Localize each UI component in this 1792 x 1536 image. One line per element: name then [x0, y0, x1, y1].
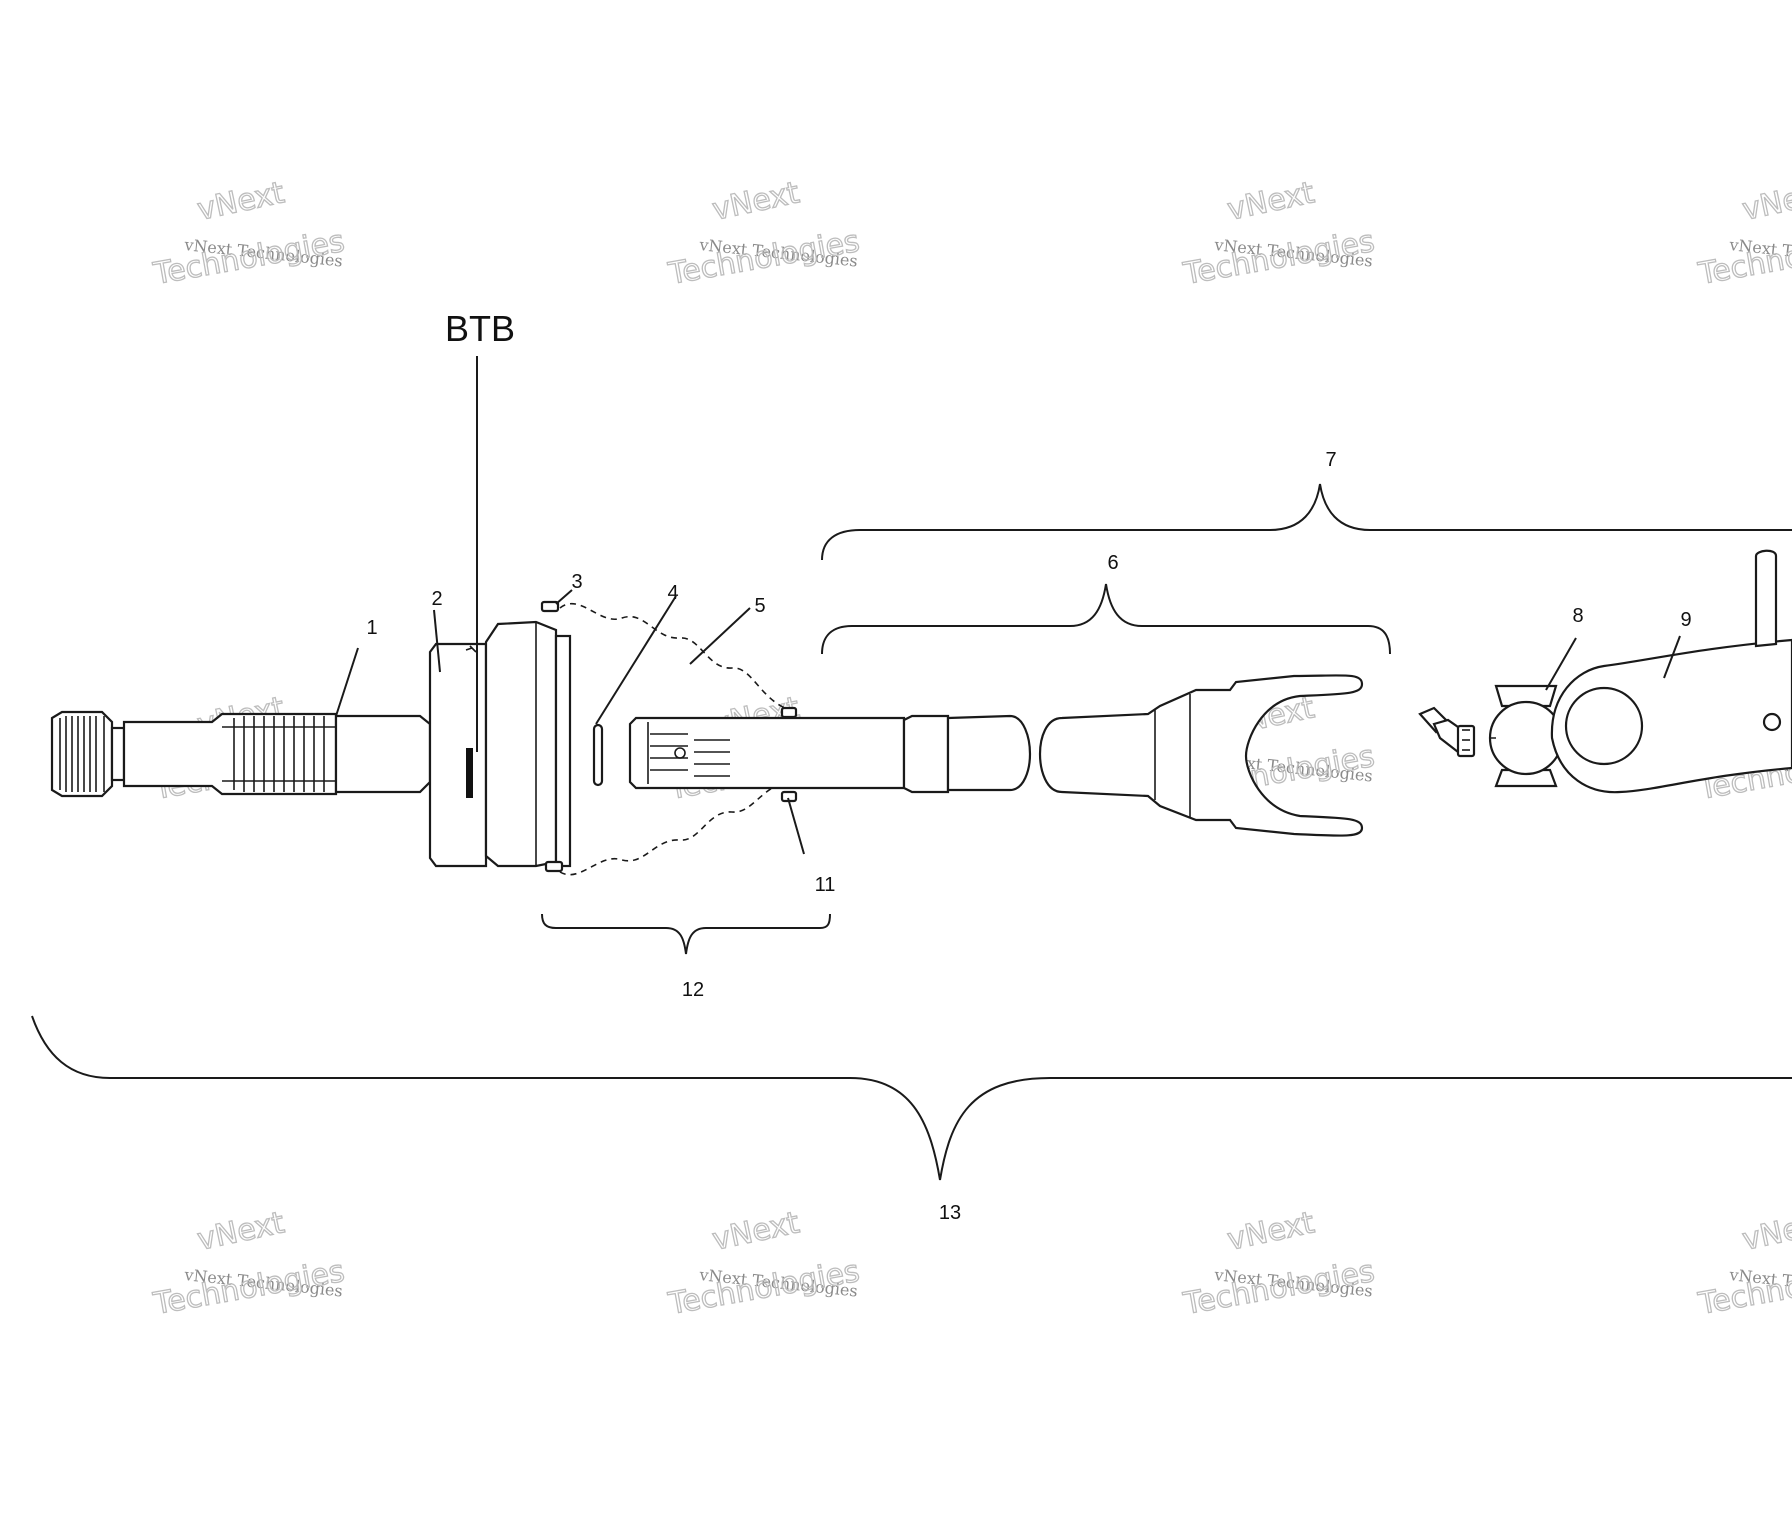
boot-clamp-part-11 — [780, 706, 798, 803]
driveshaft-yoke-part-6 — [628, 674, 1364, 837]
watermark-text: vNext — [1739, 1205, 1792, 1258]
callout-1: 1 — [366, 617, 377, 639]
brace-7 — [821, 483, 1792, 561]
leader-lines — [335, 589, 1681, 855]
watermark-text: Technologies — [1695, 1254, 1792, 1322]
snap-ring-part-4 — [592, 723, 604, 787]
watermark-text: Technologies — [150, 1254, 347, 1322]
watermark-text: vNext — [1224, 1205, 1317, 1258]
stub-shaft-part-1 — [50, 710, 432, 798]
boot-clamp-part-3 — [540, 600, 564, 873]
callout-11: 11 — [815, 874, 836, 896]
callout-2: 2 — [431, 588, 442, 610]
watermark-text: vNext — [1224, 175, 1317, 228]
watermark-text: Technologies — [1180, 1254, 1377, 1322]
watermark-text: vNext — [709, 175, 802, 228]
callout-7: 7 — [1325, 449, 1336, 471]
callout-12: 12 — [682, 979, 704, 1001]
brace-12 — [541, 913, 831, 955]
btb-label: BTB — [445, 308, 515, 349]
watermark-text: vNext — [194, 1205, 287, 1258]
watermark-text: vNext — [1739, 175, 1792, 228]
callout-9: 9 — [1680, 609, 1691, 631]
watermark-text: vNext — [709, 1205, 802, 1258]
watermark-text: Technologies — [150, 224, 347, 292]
yoke-arm-part-9 — [1550, 549, 1792, 794]
callout-8: 8 — [1572, 605, 1583, 627]
watermark-text: vNext — [194, 175, 287, 228]
callout-labels: 1 2 3 4 5 6 7 8 9 11 12 13 — [366, 449, 1691, 1224]
grease-fitting — [1418, 706, 1476, 758]
watermark-text: Technologies — [665, 1254, 862, 1322]
watermark-text: Technologies — [665, 224, 862, 292]
cv-boot-part-5 — [559, 602, 791, 876]
callout-3: 3 — [571, 571, 582, 593]
brace-6 — [821, 583, 1391, 655]
callout-13: 13 — [939, 1202, 961, 1224]
cross-bearing-part-8 — [1488, 684, 1564, 788]
brace-13 — [31, 1015, 1792, 1181]
watermark-text: Technologies — [1695, 224, 1792, 292]
watermark-text: Technologies — [1180, 224, 1377, 292]
btb-label-group: BTB — [445, 308, 515, 752]
cv-housing-part-2 — [428, 620, 572, 868]
callout-6: 6 — [1107, 552, 1118, 574]
callout-5: 5 — [754, 595, 765, 617]
callout-4: 4 — [667, 582, 678, 604]
